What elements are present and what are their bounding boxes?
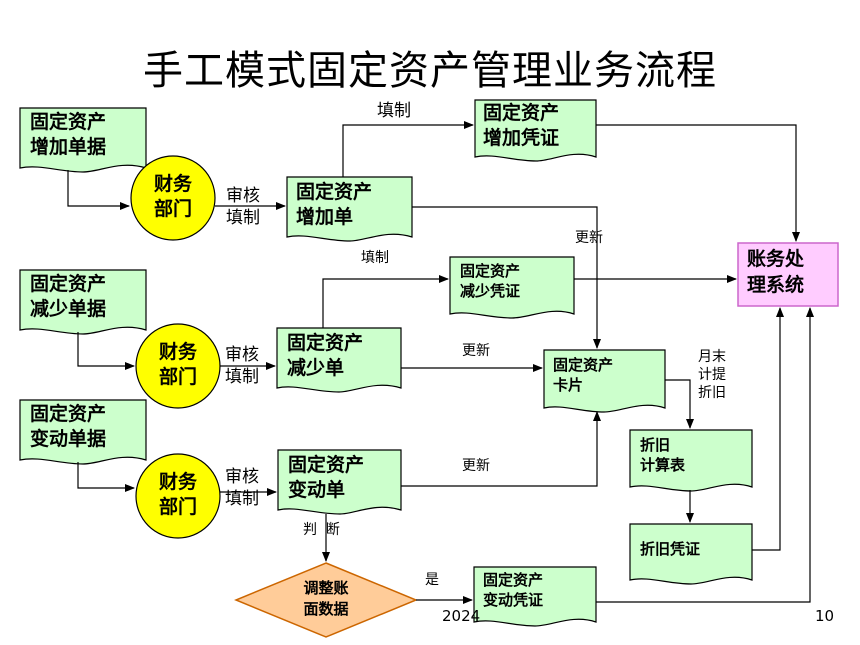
connector-increase-voucher-to-ledger <box>596 124 800 242</box>
doc-depreciation-voucher: 折旧凭证 <box>640 540 701 558</box>
connector-change-source-to-finance <box>77 462 135 492</box>
connector-depreciation-voucher-to-ledger <box>752 307 784 551</box>
adjust-decision: 调整账 面数据 <box>303 579 349 618</box>
label-update-3: 更新 <box>462 458 490 474</box>
label-review-fill-1: 审核 填制 <box>226 186 260 229</box>
label-fill-increase: 填制 <box>377 101 411 121</box>
label-review-fill-3: 审核 填制 <box>225 467 259 510</box>
doc-shape-change-form <box>277 449 402 515</box>
label-review-fill-2: 审核 填制 <box>225 345 259 388</box>
doc-shape-increase-voucher <box>474 99 597 162</box>
doc-increase-voucher: 固定资产 增加凭证 <box>483 102 560 149</box>
doc-shape-change-source <box>19 399 147 465</box>
doc-shape-depreciation-table <box>629 429 753 492</box>
connector-change-voucher-to-ledger <box>596 307 814 603</box>
process-circle-finance-1 <box>130 155 216 241</box>
connector-increase-form-update-card <box>412 206 601 349</box>
doc-shape-decrease-source <box>19 269 147 335</box>
label-update-1: 更新 <box>575 230 603 246</box>
doc-asset-card: 固定资产 卡片 <box>553 356 614 394</box>
doc-change-form: 固定资产 变动单 <box>288 454 365 501</box>
doc-change-voucher: 固定资产 变动凭证 <box>483 571 544 609</box>
doc-decrease-source: 固定资产 减少单据 <box>30 273 107 320</box>
doc-decrease-form: 固定资产 减少单 <box>287 332 364 379</box>
process-circle-finance-3 <box>135 453 221 539</box>
doc-shape-decrease-voucher <box>449 256 575 319</box>
connector-card-to-depreciation-table <box>665 379 694 429</box>
ledger-system: 账务处 理系统 <box>747 248 805 296</box>
doc-shape-change-voucher <box>473 566 597 627</box>
connector-decrease-form-to-voucher <box>322 275 449 328</box>
doc-decrease-voucher: 固定资产 减少凭证 <box>460 262 521 300</box>
doc-depreciation-table: 折旧 计算表 <box>640 436 686 474</box>
doc-shape-depreciation-voucher <box>629 523 753 585</box>
page-title: 手工模式固定资产管理业务流程 <box>143 48 717 94</box>
connector-increase-form-to-voucher <box>342 121 474 177</box>
label-month-end: 月末 计提 折旧 <box>698 349 726 402</box>
footer-page-number: 10 <box>815 607 835 625</box>
finance-dept-1: 财务 部门 <box>153 173 192 220</box>
decision-diamond <box>234 562 418 638</box>
label-update-2: 更新 <box>462 343 490 359</box>
doc-shape-asset-card <box>543 349 666 413</box>
footer-date: 2024 <box>442 607 481 625</box>
finance-dept-3: 财务 部门 <box>158 471 197 518</box>
doc-shape-increase-source <box>19 107 147 173</box>
doc-increase-form: 固定资产 增加单 <box>296 181 373 228</box>
label-judge: 判 断 <box>303 522 340 538</box>
label-yes: 是 <box>425 572 439 588</box>
doc-shape-decrease-form <box>276 327 402 393</box>
label-fill-decrease: 填制 <box>361 250 389 266</box>
connector-increase-source-to-finance <box>67 170 130 210</box>
doc-change-source: 固定资产 变动单据 <box>30 403 107 450</box>
connector-decrease-source-to-finance <box>77 332 135 370</box>
doc-shape-increase-form <box>286 176 413 242</box>
connector-change-form-update-card <box>401 411 601 487</box>
doc-increase-source: 固定资产 增加单据 <box>30 111 107 158</box>
finance-dept-2: 财务 部门 <box>158 341 197 388</box>
ledger-system-box <box>737 242 839 307</box>
